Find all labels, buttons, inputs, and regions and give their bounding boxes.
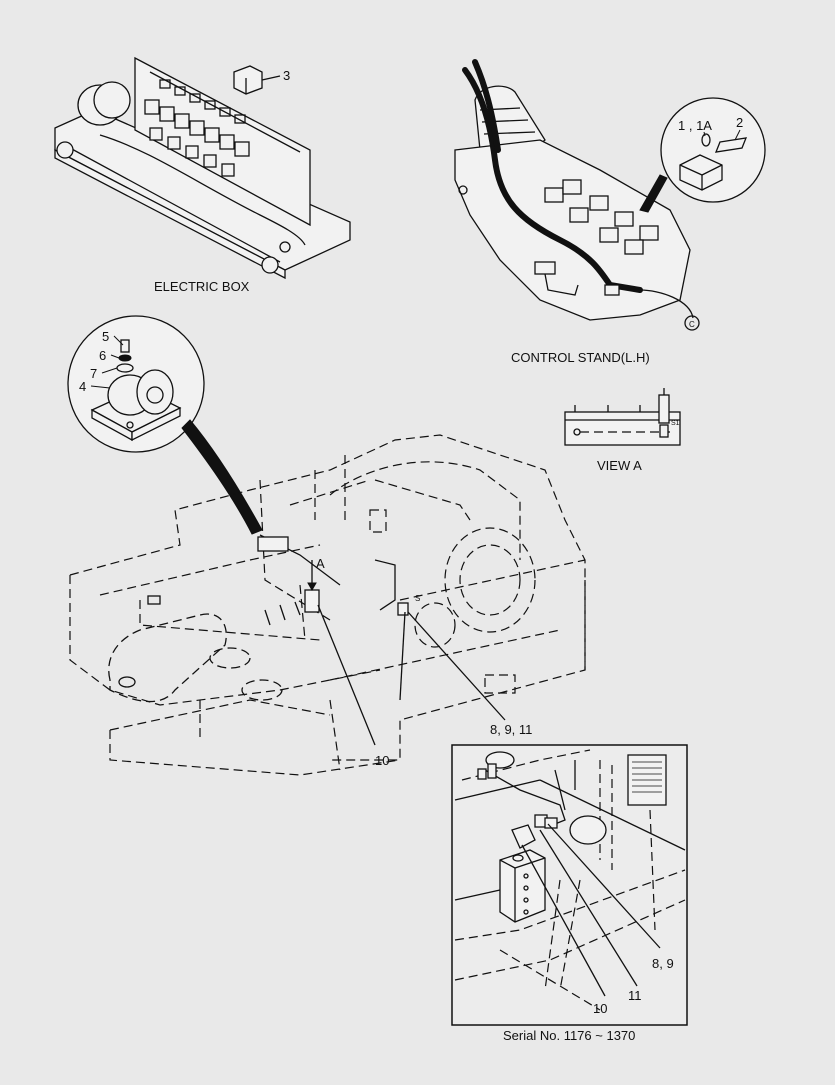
callout-4: 4 xyxy=(79,379,87,394)
callout-2: 2 xyxy=(736,115,744,130)
serial-caption: Serial No. 1176 ~ 1370 xyxy=(503,1028,636,1043)
callout-3: 3 xyxy=(283,68,291,83)
callout-5: 5 xyxy=(102,329,110,344)
circle-c-mark: C xyxy=(689,320,695,329)
view-a-caption: VIEW A xyxy=(597,458,642,473)
control-stand-caption: CONTROL STAND(L.H) xyxy=(511,350,650,365)
machine-outline-drawing xyxy=(69,434,586,776)
callout-11-inset: 11 xyxy=(628,988,642,1003)
s-mark: S xyxy=(415,594,420,603)
electric-box-drawing xyxy=(54,56,351,280)
callout-8-9-11: 8, 9, 11 xyxy=(490,722,533,737)
callout-10-inset: 10 xyxy=(593,1001,608,1016)
callout-7: 7 xyxy=(90,366,98,381)
serial-inset-drawing xyxy=(451,744,688,1026)
electric-box-caption: ELECTRIC BOX xyxy=(154,279,250,294)
callout-6: 6 xyxy=(99,348,107,363)
view-a-drawing xyxy=(564,388,681,446)
callout-8-9-inset: 8, 9 xyxy=(652,956,674,971)
s1-mark: S1 xyxy=(671,420,680,427)
callout-10-main: 10 xyxy=(375,753,390,768)
mount-detail-drawing xyxy=(67,315,263,535)
control-stand-drawing xyxy=(454,59,766,331)
callout-1-1a: 1 , 1A xyxy=(678,118,712,133)
arrow-a-label: A xyxy=(316,556,325,571)
